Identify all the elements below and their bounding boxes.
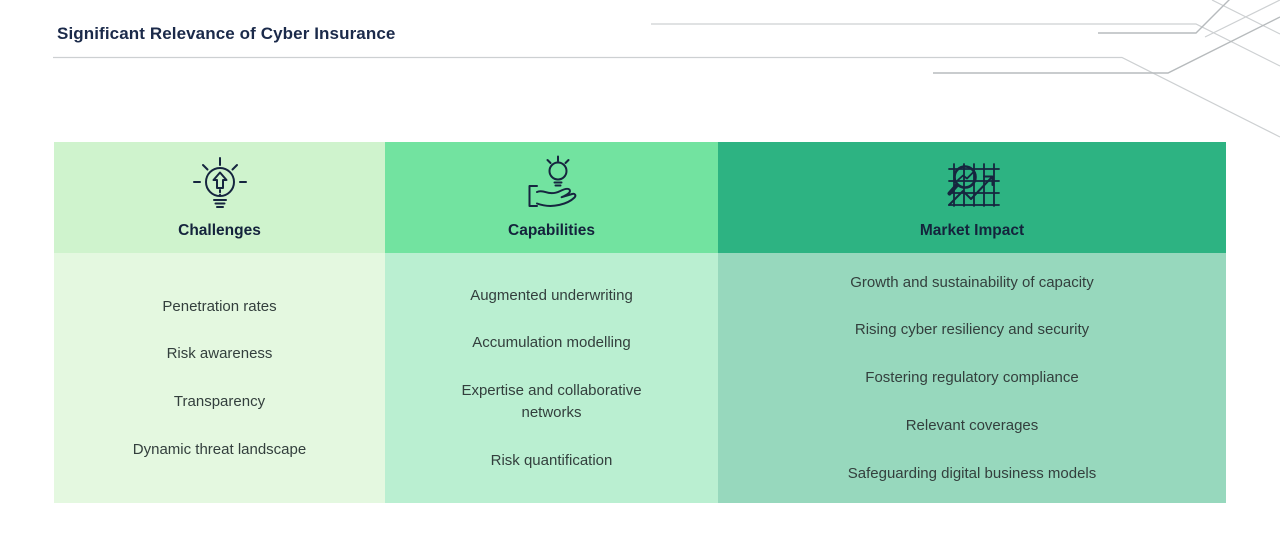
list-item: Risk awareness <box>166 345 273 363</box>
list-item: Penetration rates <box>162 297 277 315</box>
column-challenges-header: Challenges <box>54 142 385 253</box>
list-item: Risk quantification <box>490 451 613 469</box>
column-header-label: Challenges <box>178 222 261 239</box>
list-item: Accumulation modelling <box>472 334 631 352</box>
list-item: Expertise and collaborative networks <box>461 382 642 421</box>
column-market-impact-list: Growth and sustainability of capacity Ri… <box>718 253 1226 503</box>
column-capabilities-header: Capabilities <box>385 142 718 253</box>
column-market-impact: Market Impact Growth and sustainability … <box>718 142 1226 503</box>
list-item: Relevant coverages <box>905 416 1039 434</box>
bulb-arrow-icon <box>187 155 253 217</box>
three-column-table: Challenges Penetration rates Risk awaren… <box>54 142 1226 503</box>
hand-bulb-icon <box>519 155 585 217</box>
column-header-label: Market Impact <box>919 222 1025 239</box>
column-capabilities: Capabilities Augmented underwriting Accu… <box>385 142 718 503</box>
column-challenges-list: Penetration rates Risk awareness Transpa… <box>54 253 385 503</box>
page-title: Significant Relevance of Cyber Insurance <box>57 24 396 43</box>
list-item: Transparency <box>173 393 266 410</box>
column-capabilities-list: Augmented underwriting Accumulation mode… <box>385 253 718 503</box>
column-challenges: Challenges Penetration rates Risk awaren… <box>54 142 385 503</box>
list-item: Augmented underwriting <box>470 286 633 304</box>
list-item: Fostering regulatory compliance <box>865 369 1079 387</box>
column-market-impact-header: Market Impact <box>718 142 1226 253</box>
list-item: Dynamic threat landscape <box>132 440 307 458</box>
list-item: Growth and sustainability of capacity <box>850 273 1094 291</box>
column-header-label: Capabilities <box>508 222 595 239</box>
chart-magnifier-icon <box>939 155 1005 217</box>
list-item: Rising cyber resiliency and security <box>854 321 1090 339</box>
list-item: Safeguarding digital business models <box>847 464 1097 482</box>
decorative-lines-graphic <box>53 0 1280 138</box>
